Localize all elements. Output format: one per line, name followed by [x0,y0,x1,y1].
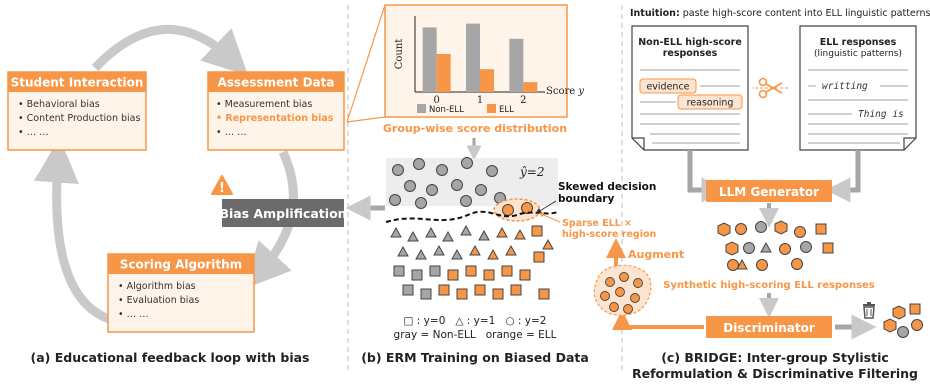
caption-c-line1: (c) BRIDGE: Inter-group Stylistic [661,350,889,365]
doc2-subtitle: (linguistic patterns) [814,49,902,59]
evidence-tag: evidence [646,82,689,93]
intuition-text: paste high-score content into ELL lingui… [683,8,930,19]
chart-tick-0: 0 [433,95,439,106]
ell-high-score-point [521,202,533,214]
chart-tick-1: 1 [477,95,483,106]
panel-c: Intuition: paste high-score content into… [593,8,930,381]
doc2-title: ELL responses [820,37,897,48]
ell-word-thing: Thing is [858,109,904,120]
sparse-ell-region [493,198,541,222]
ell-high-score-point [502,204,514,216]
student-interaction-title: Student Interaction [11,76,144,90]
augmented-pool [593,264,652,316]
boundary-pointer [535,200,557,214]
intuition-line: Intuition: paste high-score content into… [630,8,930,19]
warning-icon: ! [211,175,233,196]
reasoning-tag: reasoning [687,98,734,109]
panel-a: Student Interaction • Behavioral bias • … [7,25,347,365]
synthetic-label: Synthetic high-scoring ELL responses [663,280,875,291]
bar-non-ell-0 [422,27,437,92]
group-wise-caption: Group-wise score distribution [383,122,567,135]
bar-non-ell-1 [466,23,480,93]
bar-ell-1 [480,69,494,92]
bar-ell-0 [436,54,451,92]
intuition-label: Intuition: [630,8,680,19]
chart-tick-2: 2 [520,95,526,106]
assessment-item-2: • Representation bias [216,113,334,124]
chart-y-label: Count [394,39,405,70]
scoring-item-3: • … … [118,309,149,320]
caption-b: (b) ERM Training on Biased Data [361,350,589,365]
bias-amplification-label: Bias Amplification [219,206,346,221]
filtered-output-samples [883,303,923,338]
bar-non-ell-2 [509,38,524,92]
assessment-data-title: Assessment Data [218,76,335,90]
assessment-item-1: • Measurement bias [216,99,312,110]
chart-x-label: Score y [546,86,584,97]
caption-c-line2: Reformulation & Discriminative Filtering [632,366,918,381]
ell-word-writting: writting [822,81,868,92]
score-distribution-chart: Count 0 1 2 Score y Non-ELL ELL [394,16,584,115]
squares [393,225,550,300]
arrow-discriminator-to-pool [612,310,704,330]
zoom-line-bottom [346,116,386,123]
student-item-2: • Content Production bias [18,113,140,124]
arrow-doc2-to-llm [825,150,861,203]
assessment-item-3: • … … [216,127,247,138]
cycle-arrow-left [33,137,114,325]
scoring-algorithm-title: Scoring Algorithm [120,258,242,272]
legend-label-non-ell: Non-ELL [429,105,464,115]
ell-document: ELL responses (linguistic patterns) writ… [799,25,917,151]
warning-mark: ! [219,181,225,196]
student-item-3: • … … [18,127,49,138]
legend-swatch-ell [487,104,496,113]
student-item-1: • Behavioral bias [18,99,100,110]
bar-ell-2 [523,82,538,92]
scissors-icon [752,77,788,99]
synthetic-samples [717,220,834,271]
cycle-arrow-top [91,25,249,76]
scoring-algorithm-box: Scoring Algorithm • Algorithm bias • Eva… [107,253,255,333]
legend-swatch-non-ell [417,104,426,113]
panel-b: Count 0 1 2 Score y Non-ELL ELL Group-wise sco… [346,4,656,365]
scoring-item-2: • Evaluation bias [118,295,199,306]
caption-a: (a) Educational feedback loop with bias [31,350,310,365]
llm-generator-label: LLM Generator [719,185,819,199]
trash-icon [863,302,875,319]
assessment-data-box: Assessment Data • Measurement bias • Rep… [207,71,345,151]
student-interaction-box: Student Interaction • Behavioral bias • … [7,71,147,151]
legend-label-ell: ELL [499,105,514,115]
zoom-line-top [346,4,386,123]
augment-label: Augment [628,248,684,261]
discriminator-label: Discriminator [723,321,815,335]
llm-generator-box [706,180,832,202]
scoring-item-1: • Algorithm bias [118,281,196,292]
gray-circles [389,157,506,209]
yhat-label: ŷ=2 [519,165,544,179]
sparse-label: Sparse ELL ×high-score region [562,218,656,240]
legend-colors: gray = Non-ELL orange = ELL [394,329,557,341]
bias-amplification-box: Bias Amplification [219,199,347,227]
discriminator-box [706,316,832,338]
sparse-pointer [538,212,561,223]
triangles [390,224,554,260]
legend-shapes: □ : y=0 △ : y=1 ○ : y=2 [404,315,547,327]
